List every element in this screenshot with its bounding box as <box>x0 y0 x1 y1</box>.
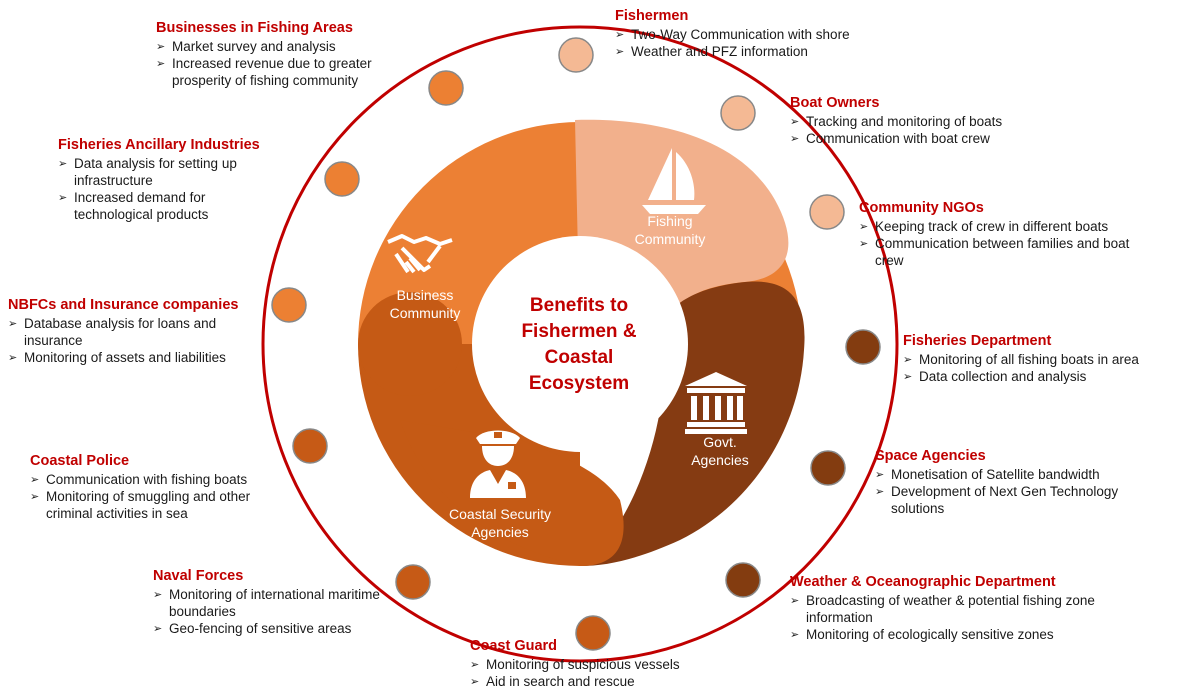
segment-label-fishing: Fishing Community <box>610 212 730 248</box>
stakeholder-title: Weather & Oceanographic Department <box>790 574 1056 590</box>
benefit-item: Broadcasting of weather & potential fish… <box>790 592 1130 626</box>
stakeholder-title: Naval Forces <box>153 568 244 584</box>
stakeholder-fisheries-department: Fisheries Department Monitoring of all f… <box>903 332 1189 385</box>
benefit-item: Monitoring of smuggling and other crimin… <box>30 488 300 522</box>
benefit-item: Aid in search and rescue <box>470 673 750 690</box>
segment-label-line: Agencies <box>471 524 529 540</box>
center-title-line: Fishermen & <box>521 321 637 342</box>
benefit-item: Communication with boat crew <box>790 130 1090 147</box>
stakeholder-dot <box>558 37 594 73</box>
stakeholder-title: Space Agencies <box>875 448 986 464</box>
segment-label-coastal: Coastal Security Agencies <box>425 505 575 541</box>
benefit-item: Communication with fishing boats <box>30 471 300 488</box>
benefit-item: Monetisation of Satellite bandwidth <box>875 466 1155 483</box>
center-title-line: Ecosystem <box>528 373 630 394</box>
stakeholder-boat-owners: Boat Owners Tracking and monitoring of b… <box>790 94 1090 147</box>
stakeholder-title: Fishermen <box>615 8 689 24</box>
center-title: Benefits to Fishermen & Coastal Ecosyste… <box>490 293 668 397</box>
center-title-line: Benefits to <box>529 295 629 316</box>
stakeholder-title: Boat Owners <box>790 95 880 111</box>
stakeholder-title: Coast Guard <box>470 638 558 654</box>
stakeholder-title: Community NGOs <box>859 200 984 216</box>
stakeholder-title: NBFCs and Insurance companies <box>8 297 239 313</box>
sailboat-icon <box>642 148 706 214</box>
segment-label-line: Agencies <box>691 452 749 468</box>
benefit-item: Database analysis for loans and insuranc… <box>8 315 263 349</box>
stakeholder-dot <box>810 450 846 486</box>
center-disk <box>472 236 688 452</box>
segment-label-line: Coastal Security <box>449 506 551 522</box>
stakeholder-coast-guard: Coast Guard Monitoring of suspicious ves… <box>470 637 750 690</box>
segment-label-business: Business Community <box>365 286 485 322</box>
segment-label-line: Fishing <box>647 213 693 229</box>
stakeholder-naval-forces: Naval Forces Monitoring of international… <box>153 567 403 637</box>
stakeholder-dots <box>271 37 881 651</box>
government-building-icon <box>685 372 747 434</box>
benefit-item: Tracking and monitoring of boats <box>790 113 1090 130</box>
benefit-item: Monitoring of all fishing boats in area <box>903 351 1189 368</box>
stakeholder-fisheries-ancillary: Fisheries Ancillary Industries Data anal… <box>58 136 283 223</box>
stakeholder-title: Coastal Police <box>30 453 130 469</box>
benefit-item: Monitoring of ecologically sensitive zon… <box>790 626 1130 643</box>
stakeholder-title: Fisheries Ancillary Industries <box>58 137 260 153</box>
stakeholder-fishermen: Fishermen Two-Way Communication with sho… <box>615 7 915 60</box>
stakeholder-dot <box>575 615 611 651</box>
benefit-item: Geo-fencing of sensitive areas <box>153 620 403 637</box>
stakeholder-weather-oceanographic: Weather & Oceanographic Department Broad… <box>790 573 1130 643</box>
stakeholder-space-agencies: Space Agencies Monetisation of Satellite… <box>875 447 1155 517</box>
benefit-item: Two-Way Communication with shore <box>615 26 915 43</box>
stakeholder-community-ngos: Community NGOs Keeping track of crew in … <box>859 199 1159 269</box>
benefit-item: Increased demand for technological produ… <box>58 189 283 223</box>
segment-label-line: Business <box>396 287 454 303</box>
stakeholder-businesses-fishing-areas: Businesses in Fishing Areas Market surve… <box>156 19 411 89</box>
stakeholder-dot <box>720 95 756 131</box>
stakeholder-dot <box>725 562 761 598</box>
benefit-item: Data analysis for setting up infrastruct… <box>58 155 283 189</box>
benefit-item: Development of Next Gen Technology solut… <box>875 483 1155 517</box>
segment-label-line: Govt. <box>703 434 737 450</box>
benefit-item: Market survey and analysis <box>156 38 411 55</box>
stakeholder-title: Businesses in Fishing Areas <box>156 20 353 36</box>
segment-label-govt: Govt. Agencies <box>660 433 780 469</box>
stakeholder-dot <box>292 428 328 464</box>
benefit-item: Communication between families and boat … <box>859 235 1159 269</box>
stakeholder-dot <box>324 161 360 197</box>
benefit-item: Increased revenue due to greater prosper… <box>156 55 411 89</box>
benefit-item: Keeping track of crew in different boats <box>859 218 1159 235</box>
stakeholder-dot <box>271 287 307 323</box>
stakeholder-dot <box>845 329 881 365</box>
stakeholder-title: Fisheries Department <box>903 333 1052 349</box>
stakeholder-coastal-police: Coastal Police Communication with fishin… <box>30 452 300 522</box>
segment-label-line: Community <box>634 231 706 247</box>
stakeholder-dot <box>428 70 464 106</box>
stakeholder-nbfcs-insurance: NBFCs and Insurance companies Database a… <box>8 296 263 366</box>
handshake-icon <box>387 234 453 274</box>
benefit-item: Monitoring of assets and liabilities <box>8 349 263 366</box>
center-title-line: Coastal <box>544 347 614 368</box>
benefit-item: Monitoring of suspicious vessels <box>470 656 750 673</box>
benefit-item: Weather and PFZ information <box>615 43 915 60</box>
police-officer-icon <box>470 430 526 498</box>
stakeholder-dot <box>395 564 431 600</box>
benefit-item: Data collection and analysis <box>903 368 1189 385</box>
stakeholder-dot <box>809 194 845 230</box>
benefit-item: Monitoring of international maritime bou… <box>153 586 403 620</box>
segment-label-line: Community <box>389 305 461 321</box>
